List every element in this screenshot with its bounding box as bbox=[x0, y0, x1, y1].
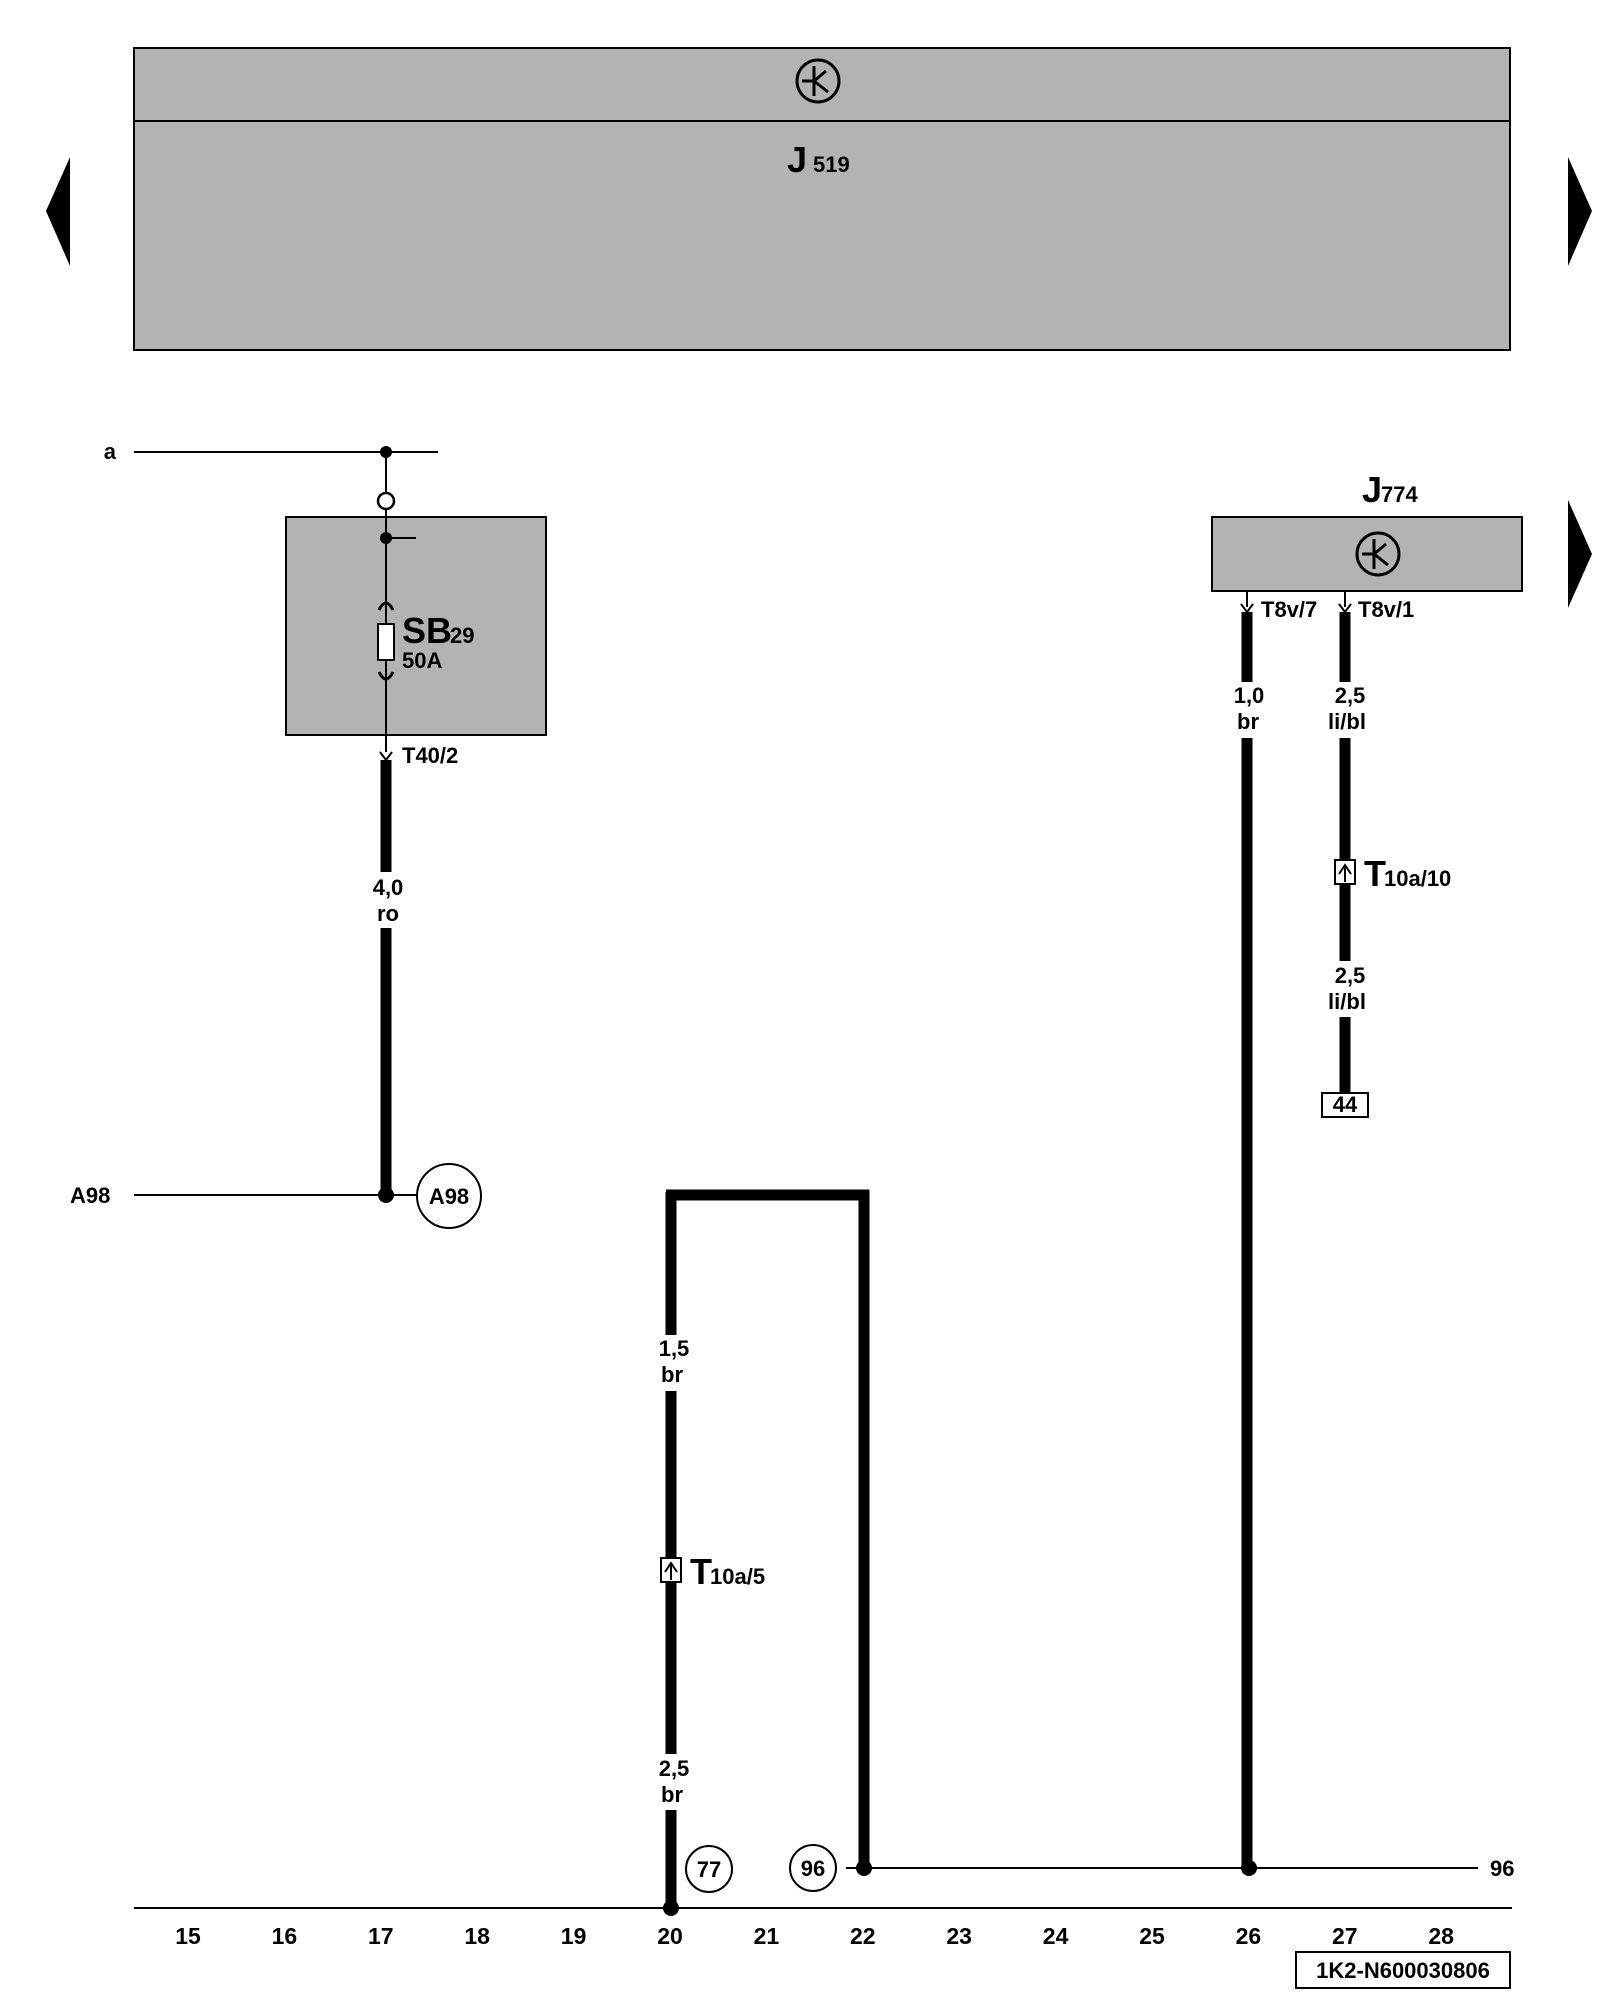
wire-col20-size-1: 1,5 bbox=[659, 1336, 690, 1361]
circle-77 bbox=[685, 1845, 733, 1893]
connector-t10a5: T10a/5 bbox=[690, 1551, 765, 1592]
column-number: 24 bbox=[1043, 1923, 1069, 1949]
fuse-rating: 50A bbox=[402, 648, 442, 673]
connector-t8v1: T8v/1 bbox=[1358, 597, 1414, 622]
fuse-contact-top-icon bbox=[377, 601, 395, 611]
fuse-sb29: SB29 50A T40/2 bbox=[285, 509, 547, 768]
circle-a98-label: A98 bbox=[429, 1184, 469, 1209]
column-number: 22 bbox=[850, 1923, 876, 1949]
wire-col20-size-2: 2,5 bbox=[659, 1756, 690, 1781]
j774-number: 774 bbox=[1381, 482, 1418, 507]
line-a-label: a bbox=[104, 439, 117, 464]
nav-right-arrow-icon-j774[interactable] bbox=[1568, 500, 1592, 608]
junction-ground-col20 bbox=[663, 1900, 679, 1916]
j519-letter: J bbox=[787, 139, 807, 180]
terminal-open-icon bbox=[376, 491, 396, 511]
column-number: 20 bbox=[657, 1923, 683, 1949]
wire-col20-color-1: br bbox=[661, 1362, 683, 1387]
electronic-unit-icon bbox=[795, 58, 841, 104]
connector-t10a10-letter: T bbox=[1364, 853, 1386, 894]
column-numbers: 15 16 17 18 19 20 21 22 23 24 25 26 27 28 bbox=[175, 1923, 1454, 1949]
junction-96-col22 bbox=[856, 1860, 872, 1876]
circle-96-label: 96 bbox=[801, 1856, 825, 1881]
column-number: 21 bbox=[754, 1923, 780, 1949]
connector-t10a5-sub: 10a/5 bbox=[710, 1564, 765, 1589]
diagram-id: 1K2-N600030806 bbox=[1316, 1958, 1490, 1983]
wire-col26-size: 1,0 bbox=[1234, 683, 1265, 708]
line-96-label: 96 bbox=[1490, 1856, 1514, 1881]
wire-col20-color-2: br bbox=[661, 1782, 683, 1807]
diagram-id-box bbox=[1295, 1951, 1511, 1989]
fuse-number: 29 bbox=[450, 623, 474, 648]
wire-col17-color: ro bbox=[377, 901, 399, 926]
junction-a98 bbox=[378, 1187, 394, 1203]
column-number: 25 bbox=[1139, 1923, 1165, 1949]
column-number: 19 bbox=[561, 1923, 587, 1949]
fuse-connector-label: T40/2 bbox=[402, 743, 458, 768]
fuse-contact-bottom-icon bbox=[377, 671, 395, 681]
wire-col26-color: br bbox=[1237, 709, 1259, 734]
j774-letter: J bbox=[1362, 469, 1382, 510]
column-number: 18 bbox=[464, 1923, 490, 1949]
column-number: 15 bbox=[175, 1923, 201, 1949]
j774-label: J774 bbox=[1362, 469, 1419, 510]
connector-t10a10: T10a/10 bbox=[1364, 853, 1451, 894]
j519-number: 519 bbox=[813, 152, 850, 177]
column-number: 26 bbox=[1236, 1923, 1262, 1949]
nav-left-arrow-icon[interactable] bbox=[46, 157, 70, 266]
fuse-icon bbox=[377, 623, 395, 661]
junction-96-col26 bbox=[1241, 1860, 1257, 1876]
wire-col27-size-2: 2,5 bbox=[1335, 963, 1366, 988]
connector-t10a5-letter: T bbox=[690, 1551, 712, 1592]
wire-col27-color-1: li/bl bbox=[1328, 709, 1366, 734]
column-number: 27 bbox=[1332, 1923, 1358, 1949]
control-unit-j774: J774 bbox=[1211, 469, 1523, 592]
reference-box-44 bbox=[1321, 1092, 1369, 1118]
line-a98-label: A98 bbox=[70, 1183, 110, 1208]
circle-77-label: 77 bbox=[697, 1857, 721, 1882]
j519-box bbox=[133, 47, 1511, 351]
fuse-label: SB29 bbox=[402, 610, 475, 651]
wire-col27-color-2: li/bl bbox=[1328, 989, 1366, 1014]
column-number: 16 bbox=[272, 1923, 298, 1949]
connector-pin-icon bbox=[379, 751, 393, 762]
wire-col27-size-1: 2,5 bbox=[1335, 683, 1366, 708]
electronic-unit-icon-j774 bbox=[1355, 531, 1401, 577]
connector-t10a10-sub: 10a/10 bbox=[1384, 866, 1451, 891]
column-number: 17 bbox=[368, 1923, 394, 1949]
wire-col17-size: 4,0 bbox=[373, 875, 404, 900]
column-number: 28 bbox=[1428, 1923, 1454, 1949]
circle-a98 bbox=[416, 1163, 482, 1229]
reference-box-44-label: 44 bbox=[1333, 1092, 1358, 1117]
column-number: 23 bbox=[946, 1923, 972, 1949]
fuse-holder-box bbox=[285, 516, 547, 736]
connector-t8v7: T8v/7 bbox=[1261, 597, 1317, 622]
nav-right-arrow-icon[interactable] bbox=[1568, 157, 1592, 266]
circle-96 bbox=[789, 1844, 837, 1892]
fuse-name: SB bbox=[402, 610, 452, 651]
